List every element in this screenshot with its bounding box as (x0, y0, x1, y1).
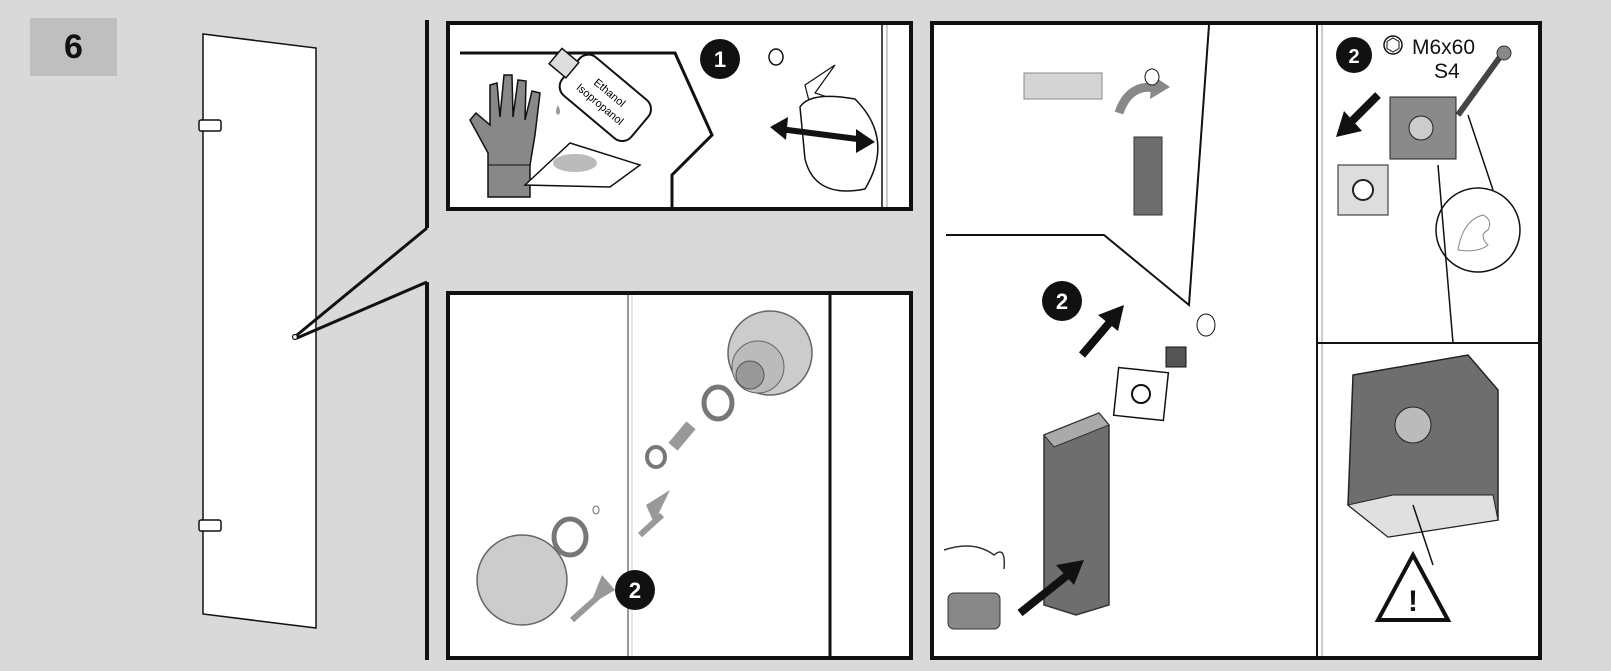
panel-screw: 2 M6x60 S4 (1318, 25, 1539, 656)
warning-symbol: ! (1408, 585, 1418, 618)
warning-triangle-icon: ! (1378, 555, 1448, 620)
screw-spec: M6x60 (1412, 36, 1475, 59)
hex-socket-icon (1384, 36, 1402, 54)
hinge-top (199, 120, 221, 131)
badge-handle: 2 (1056, 289, 1068, 314)
panel-clean: Ethanol Isopropanol 1 (446, 21, 913, 211)
badge-screw: 2 (1348, 46, 1359, 68)
step-number: 6 (30, 18, 117, 76)
cloth-icon (525, 143, 640, 187)
tool-size: S4 (1434, 60, 1460, 83)
step-number-label: 6 (64, 28, 83, 67)
panel-knob: 2 (446, 291, 913, 660)
hand-glove-icon (470, 75, 540, 197)
badge-knob: 2 (629, 578, 641, 603)
hinge-bottom (199, 520, 221, 531)
door-overview (170, 20, 445, 660)
badge-clean: 1 (714, 47, 726, 72)
muscle-arm-icon (1436, 188, 1520, 272)
